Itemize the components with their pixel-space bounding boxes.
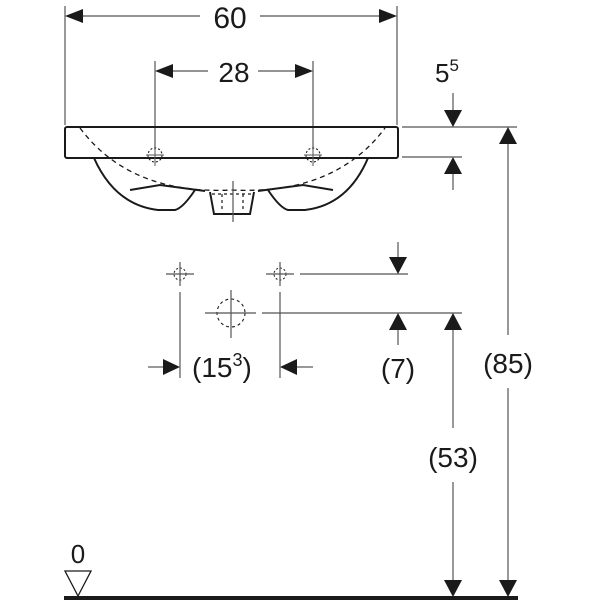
- supply-left-icon: [166, 262, 194, 286]
- tap-hole-spacing-dimension: 28: [154, 57, 314, 150]
- floor-level-label: 0: [71, 539, 85, 569]
- supply-right-icon: [266, 262, 294, 286]
- tap-hole-left-icon: [146, 146, 164, 166]
- tap-hole-right-icon: [304, 146, 322, 166]
- rim-thickness-dimension: 55: [402, 56, 517, 190]
- overall-width-dimension: 60: [64, 2, 398, 125]
- supply-offset-dimension: (7): [262, 242, 462, 384]
- tap-hole-spacing-label: 28: [218, 57, 249, 88]
- drain-height-dimension: (53): [428, 313, 478, 597]
- floor-level-marker-icon: [63, 570, 93, 598]
- washbasin-body: [64, 126, 399, 222]
- supply-spacing-label: (153): [192, 350, 252, 383]
- rim-thickness-label: 55: [435, 56, 459, 88]
- overall-width-label: 60: [213, 2, 246, 35]
- drain-height-label: (53): [428, 442, 478, 473]
- total-height-dimension: (85): [483, 127, 533, 597]
- floor-level: 0: [63, 539, 518, 600]
- drain-outlet-icon: [205, 290, 256, 338]
- total-height-label: (85): [483, 348, 533, 379]
- supply-offset-label: (7): [381, 353, 415, 384]
- supply-spacing-dimension: (153): [148, 292, 313, 383]
